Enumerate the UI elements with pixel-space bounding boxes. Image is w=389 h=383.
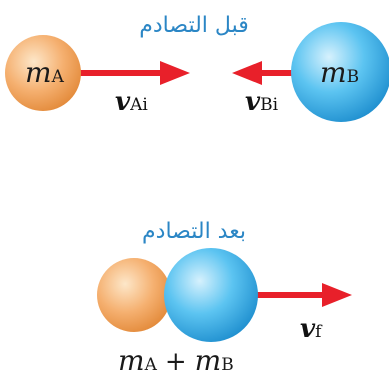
final-velocity-arrow [250, 283, 352, 307]
velocity-a-label: vAi [115, 87, 148, 117]
combined-mass-a-subscript: A [144, 355, 158, 375]
after-collision-title: بعد التصادم [142, 219, 246, 244]
combined-mass-label: mA+mB [118, 344, 234, 377]
velocity-b-arrow-head [232, 61, 262, 85]
velocity-a-arrow [70, 61, 190, 85]
final-velocity-subscript: f [315, 322, 323, 342]
combined-mass-b-subscript: B [221, 355, 234, 375]
velocity-b-arrow [232, 61, 300, 85]
combined-ball-a [97, 258, 171, 332]
velocity-b-symbol: v [245, 87, 261, 117]
combined-mass-plus: + [165, 347, 187, 377]
ball-b-label: mB [320, 56, 359, 89]
ball-a-label: mA [25, 56, 65, 89]
combined-mass-a-symbol: m [118, 344, 145, 377]
final-velocity-symbol: v [300, 314, 316, 344]
velocity-b-label: vBi [245, 87, 279, 117]
before-collision-panel: قبل التصادم mA mB vAi vBi [5, 13, 389, 122]
ball-b-subscript: B [347, 67, 360, 87]
velocity-a-subscript: Ai [129, 95, 148, 115]
ball-a-symbol: m [25, 56, 52, 89]
final-velocity-arrow-head [322, 283, 352, 307]
ball-a [5, 35, 81, 111]
final-velocity-label: vf [300, 314, 323, 344]
after-collision-panel: بعد التصادم vf mA+mB [97, 219, 352, 377]
ball-a-subscript: A [51, 67, 65, 87]
velocity-a-arrow-head [160, 61, 190, 85]
ball-b [291, 22, 389, 122]
velocity-b-subscript: Bi [260, 95, 278, 115]
combined-mass-b-symbol: m [195, 344, 222, 377]
before-collision-title: قبل التصادم [139, 13, 248, 38]
velocity-a-symbol: v [115, 87, 131, 117]
combined-ball-b [164, 248, 258, 342]
ball-b-symbol: m [320, 56, 347, 89]
